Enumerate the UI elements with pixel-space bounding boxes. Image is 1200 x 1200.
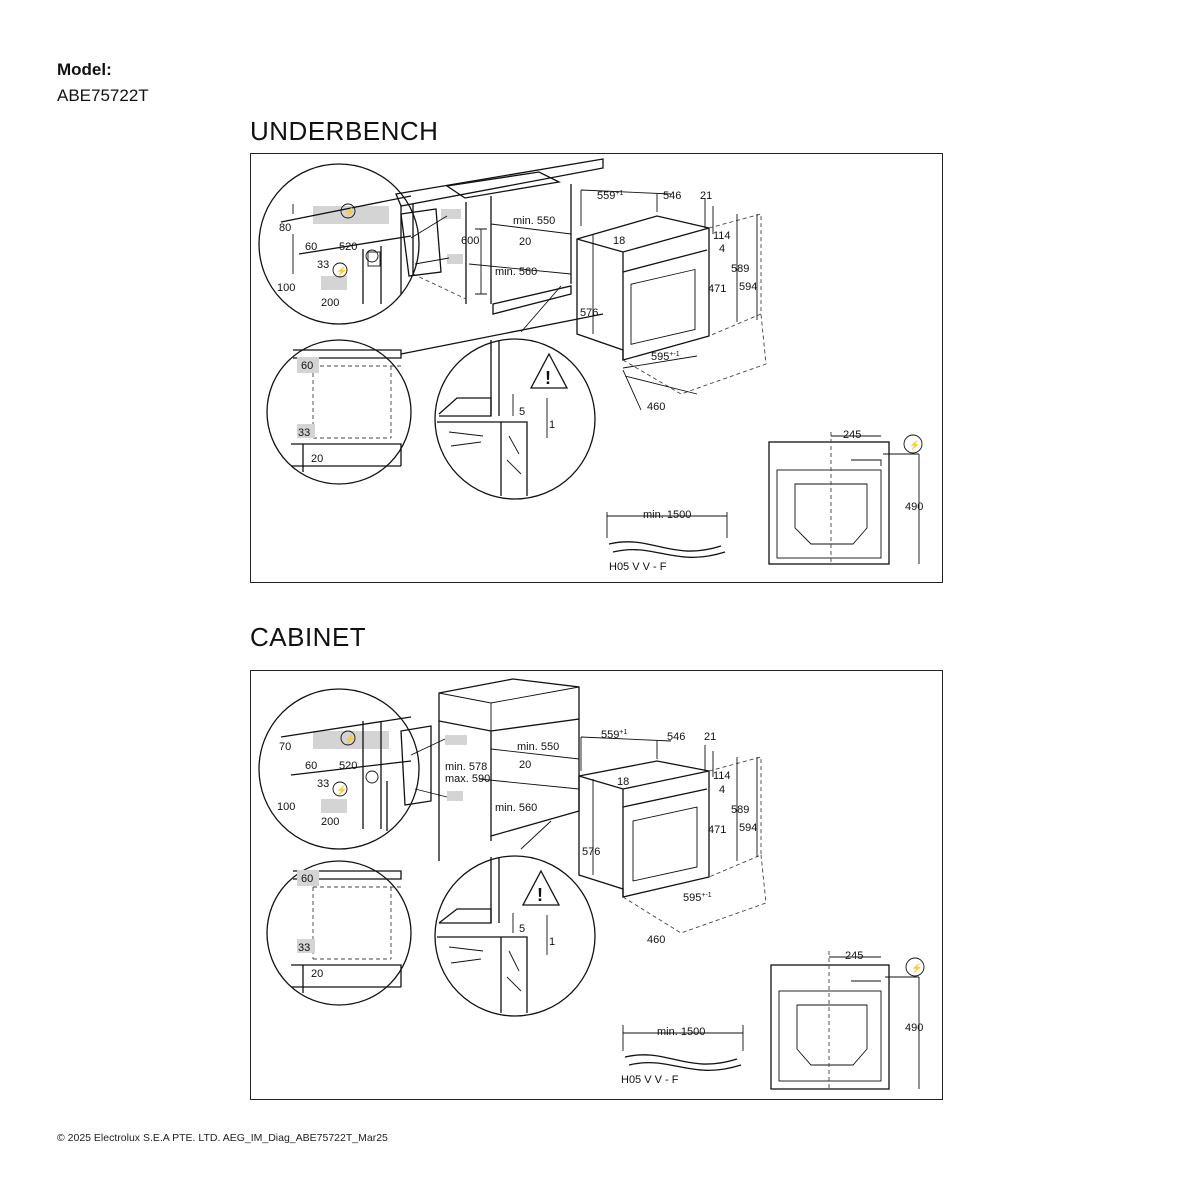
tall-cabinet-drawing <box>386 678 580 861</box>
svg-text:!: ! <box>545 368 551 388</box>
dim-114: 114 <box>713 230 731 242</box>
dim-200: 200 <box>321 816 339 828</box>
underbench-diagram-panel: 600 min. 550 20 min. 560 ⚡ ⚡ 80 60 520 3… <box>250 153 943 583</box>
dim-21: 21 <box>700 190 712 202</box>
cable-type: H05 V V - F <box>621 1074 679 1086</box>
dim-576: 576 <box>582 846 600 858</box>
dim-520: 520 <box>339 241 357 253</box>
dim-520: 520 <box>339 760 357 772</box>
gap-20: 20 <box>311 968 323 980</box>
svg-text:⚡: ⚡ <box>336 784 347 796</box>
socket-detail-circle: ⚡ ⚡ <box>258 688 420 850</box>
dim-33: 33 <box>317 778 329 790</box>
dim-595: 595+-1 <box>651 351 680 363</box>
dim-4: 4 <box>719 784 725 796</box>
cable-type: H05 V V - F <box>609 561 667 573</box>
socket-detail-circle: ⚡ ⚡ <box>258 163 420 325</box>
gap-detail-circle <box>266 339 412 485</box>
clearance-5: 5 <box>519 923 525 935</box>
dim-100: 100 <box>277 282 295 294</box>
dim-min-578: min. 578 <box>445 761 487 773</box>
oven-front-view: ⚡ <box>768 432 923 565</box>
dim-490: 490 <box>905 501 923 513</box>
dim-80: 80 <box>279 222 291 234</box>
copyright-footer: © 2025 Electrolux S.E.A PTE. LTD. AEG_IM… <box>57 1132 388 1144</box>
underbench-installation-diagram: 600 min. 550 20 min. 560 ⚡ ⚡ 80 60 520 3… <box>258 158 923 573</box>
oven-perspective <box>578 736 767 934</box>
model-label: Model: <box>57 60 112 79</box>
clearance-detail-circle: ! <box>434 285 596 500</box>
dim-245: 245 <box>843 429 861 441</box>
dim-200: 200 <box>321 297 339 309</box>
worktop-drawing <box>395 158 604 355</box>
dim-min-550: min. 550 <box>513 215 555 227</box>
dim-min-560: min. 560 <box>495 266 537 278</box>
dim-20: 20 <box>519 759 531 771</box>
underbench-title: UNDERBENCH <box>250 116 439 146</box>
dim-576: 576 <box>580 307 598 319</box>
dim-589: 589 <box>731 263 749 275</box>
model-number: ABE75722T <box>57 86 149 105</box>
dim-559: 559+1 <box>597 190 623 202</box>
svg-text:⚡: ⚡ <box>344 206 355 218</box>
dim-594: 594 <box>739 822 757 834</box>
dim-471: 471 <box>708 824 726 836</box>
dim-600: 600 <box>461 235 479 247</box>
dim-60: 60 <box>305 241 317 253</box>
dim-460: 460 <box>647 401 665 413</box>
cable-min-1500: min. 1500 <box>657 1026 705 1038</box>
dim-595: 595+-1 <box>683 892 712 904</box>
dim-589: 589 <box>731 804 749 816</box>
oven-perspective <box>576 189 767 411</box>
cabinet-diagram-panel: min. 578 max. 590 min. 550 20 min. 560 ⚡… <box>250 670 943 1100</box>
dim-max-590: max. 590 <box>445 773 490 785</box>
cabinet-title: CABINET <box>250 622 367 652</box>
power-cable <box>606 512 728 558</box>
dim-33: 33 <box>317 259 329 271</box>
svg-text:!: ! <box>537 885 543 905</box>
dim-546: 546 <box>667 731 685 743</box>
dim-60: 60 <box>305 760 317 772</box>
dim-490: 490 <box>905 1022 923 1034</box>
oven-front-view: ⚡ <box>770 951 925 1090</box>
dim-114: 114 <box>713 770 731 782</box>
dim-min-560: min. 560 <box>495 802 537 814</box>
svg-text:⚡: ⚡ <box>336 265 347 277</box>
clearance-1: 1 <box>549 936 555 948</box>
gap-20: 20 <box>311 453 323 465</box>
dim-546: 546 <box>663 190 681 202</box>
gap-60: 60 <box>301 873 313 885</box>
svg-text:⚡: ⚡ <box>911 962 922 974</box>
clearance-5: 5 <box>519 406 525 418</box>
dim-70: 70 <box>279 741 291 753</box>
dim-21: 21 <box>704 731 716 743</box>
clearance-detail-circle: ! <box>434 820 596 1017</box>
dim-20: 20 <box>519 236 531 248</box>
cable-min-1500: min. 1500 <box>643 509 691 521</box>
gap-33: 33 <box>298 427 310 439</box>
gap-detail-circle <box>266 860 412 1006</box>
dim-4: 4 <box>719 243 725 255</box>
gap-33: 33 <box>298 942 310 954</box>
dim-559: 559+1 <box>601 729 627 741</box>
dim-100: 100 <box>277 801 295 813</box>
power-cable <box>622 1025 744 1071</box>
dim-min-550: min. 550 <box>517 741 559 753</box>
svg-text:⚡: ⚡ <box>344 733 355 745</box>
clearance-1: 1 <box>549 419 555 431</box>
cabinet-installation-diagram: min. 578 max. 590 min. 550 20 min. 560 ⚡… <box>258 678 925 1090</box>
dim-460: 460 <box>647 934 665 946</box>
gap-60: 60 <box>301 360 313 372</box>
svg-text:⚡: ⚡ <box>909 439 920 451</box>
dim-471: 471 <box>708 283 726 295</box>
dim-594: 594 <box>739 281 757 293</box>
dim-245: 245 <box>845 950 863 962</box>
dim-18: 18 <box>617 776 629 788</box>
dim-18: 18 <box>613 235 625 247</box>
